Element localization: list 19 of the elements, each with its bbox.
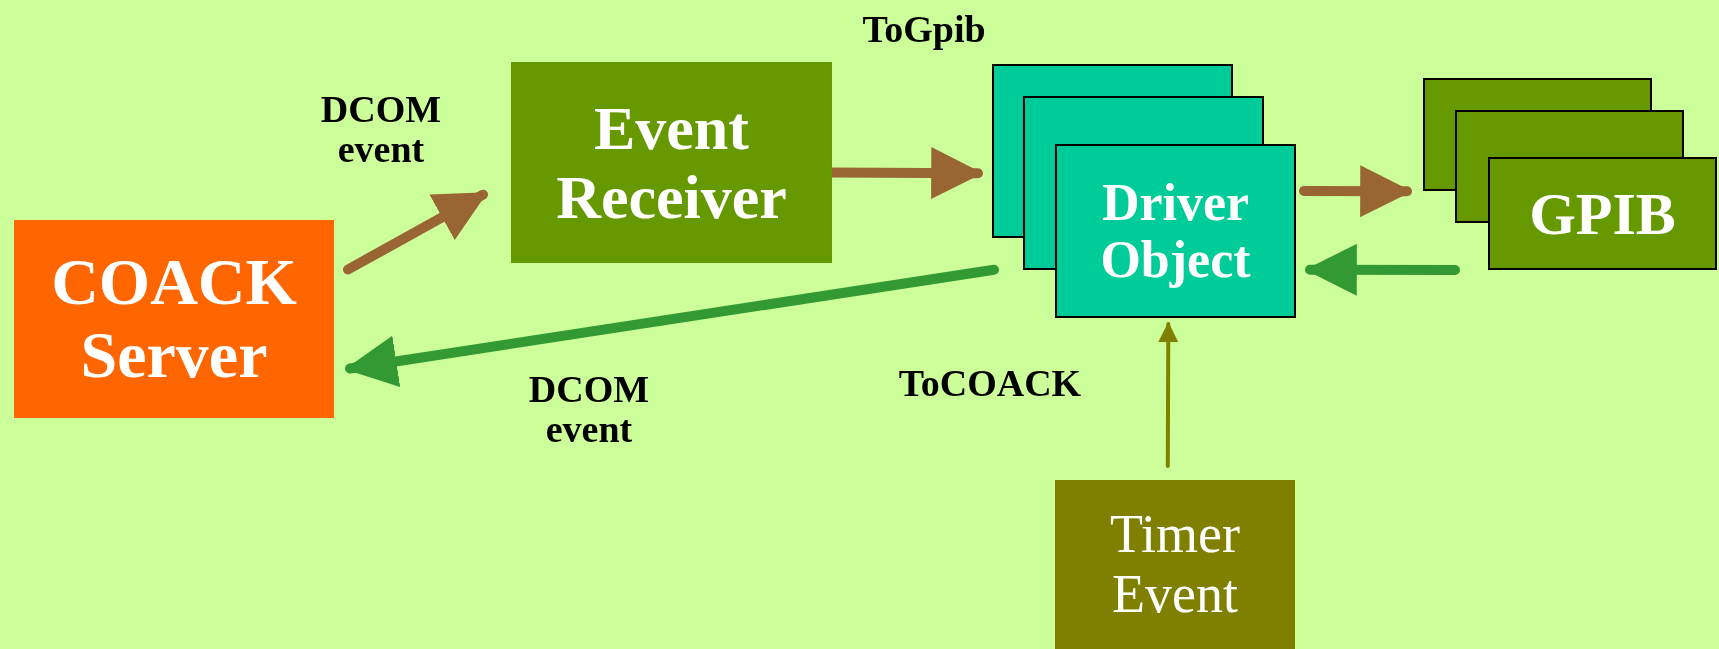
process-box (511, 62, 832, 263)
edge-label: DCOM event (319, 90, 443, 170)
node-label: GPIB (1529, 180, 1676, 247)
interface-label: ToGpib (862, 10, 986, 50)
process-box (1055, 480, 1295, 649)
interface-label: ToCOACK (898, 364, 1082, 404)
stacked-process-box (1055, 144, 1296, 318)
node-label: Driver Object (1099, 173, 1252, 289)
node-label: COACK Server (50, 246, 298, 392)
stacked-process-box (1488, 157, 1717, 270)
arrow (1158, 322, 1179, 468)
arrow (1304, 243, 1460, 296)
arrow (344, 264, 999, 388)
node-label: Timer Event (1108, 505, 1241, 624)
node-label: Event Receiver (555, 94, 788, 231)
arrow (343, 189, 488, 275)
arrow (1299, 165, 1413, 218)
process-box (14, 220, 334, 418)
edge-label: DCOM event (527, 370, 651, 450)
